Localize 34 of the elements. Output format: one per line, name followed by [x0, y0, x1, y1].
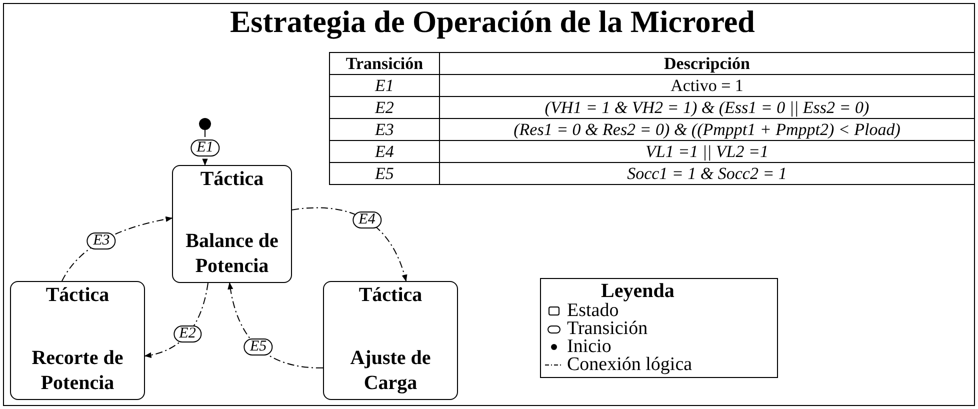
table-cell: E5	[330, 163, 440, 185]
dash-dot-arrow	[61, 216, 173, 282]
legend-text: Conexión lógica	[567, 356, 692, 374]
state-box	[172, 165, 292, 283]
edge-label: E1	[190, 139, 220, 156]
state-text: Balance de Potencia	[184, 229, 280, 279]
table-cell: Activo = 1	[440, 75, 975, 97]
state-text: Táctica	[358, 283, 424, 308]
table-cell: (Res1 = 0 & Res2 = 0) & ((Pmppt1 + Pmppt2) < Pload)	[440, 119, 975, 141]
edge-label: E4	[352, 212, 382, 229]
table-cell: E3	[330, 119, 440, 141]
table-cell: E2	[330, 97, 440, 119]
state-text: Táctica	[44, 283, 110, 308]
legend-text: Transición	[567, 320, 648, 338]
edge-label: E3	[87, 232, 116, 250]
legend-title: Leyenda	[601, 280, 674, 302]
state-text: Recorte de Potencia	[30, 346, 124, 396]
state-text: Ajuste de Carga	[349, 346, 432, 396]
table-header-cell: Descripción	[440, 53, 975, 75]
table-cell: E4	[330, 141, 440, 163]
table-cell: VL1 =1 || VL2 =1	[440, 141, 975, 163]
legend-text: Inicio	[567, 338, 612, 356]
edge-label: E5	[244, 338, 273, 356]
table-cell: Socc1 = 1 & Socc2 = 1	[440, 163, 975, 185]
diagram-title: Estrategia de Operación de la Microred	[230, 6, 755, 37]
table-header-cell: Transición	[330, 53, 440, 75]
state-box	[323, 281, 458, 400]
dash-dot-arrow	[292, 207, 407, 282]
state-box	[10, 281, 145, 400]
table-cell: (VH1 = 1 & VH2 = 1) & (Ess1 = 0 || Ess2 = 0)	[440, 97, 975, 119]
legend-text: Estado	[567, 302, 619, 320]
table-cell: E1	[330, 75, 440, 97]
edge-label: E2	[173, 326, 202, 343]
state-text: Táctica	[199, 167, 265, 192]
